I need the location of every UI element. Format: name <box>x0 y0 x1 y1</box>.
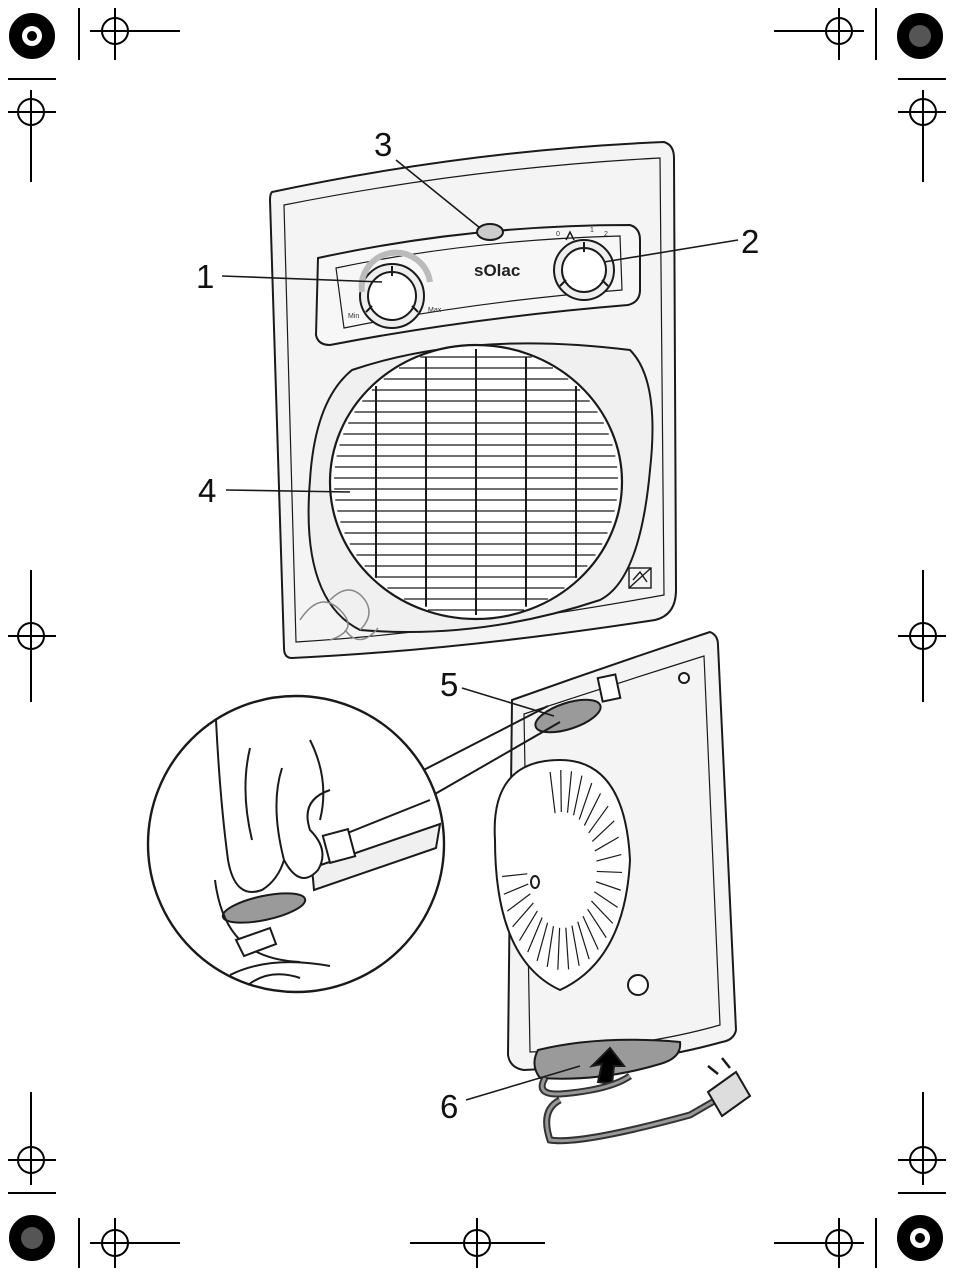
power-plug <box>708 1058 750 1116</box>
thermostat-min-mark: Min <box>348 313 359 320</box>
callout-5: 5 <box>440 666 458 703</box>
heater-front-view: sOlac Min Max 0 1 2 <box>270 142 676 658</box>
crosshair-mark <box>8 1092 56 1185</box>
crosshair-mark <box>898 1092 946 1185</box>
front-grille <box>330 345 622 619</box>
callout-4: 4 <box>198 472 216 509</box>
crosshair-mark <box>898 90 946 182</box>
callout-3: 3 <box>374 126 392 163</box>
crosshair-mark <box>898 570 946 702</box>
selector-mark-1: 1 <box>590 227 594 234</box>
sunburst-mark-bottom-right <box>898 1216 942 1260</box>
crosshair-mark <box>8 570 56 702</box>
sunburst-mark-top-left <box>10 14 54 58</box>
brand-logo: sOlac <box>474 261 520 280</box>
selector-mark-0: 0 <box>556 231 560 238</box>
thermostat-max-mark: Max <box>428 307 442 314</box>
crosshair-mark <box>8 90 56 182</box>
selector-mark-2: 2 <box>604 231 608 238</box>
crosshair-mark <box>774 8 864 60</box>
crosshair-mark <box>90 1218 180 1268</box>
callout-2: 2 <box>741 223 759 260</box>
sunburst-mark-top-right <box>898 14 942 58</box>
callout-1: 1 <box>196 258 214 295</box>
crosshair-mark <box>90 8 180 60</box>
rear-vent-slot <box>561 770 562 812</box>
crosshair-mark <box>774 1218 864 1268</box>
crosshair-mark <box>410 1218 545 1268</box>
selector-knob[interactable] <box>554 240 614 300</box>
callout-6: 6 <box>440 1088 458 1125</box>
heater-rear-view <box>495 632 750 1141</box>
pilot-light <box>477 224 503 240</box>
sunburst-mark-bottom-left <box>10 1216 54 1260</box>
